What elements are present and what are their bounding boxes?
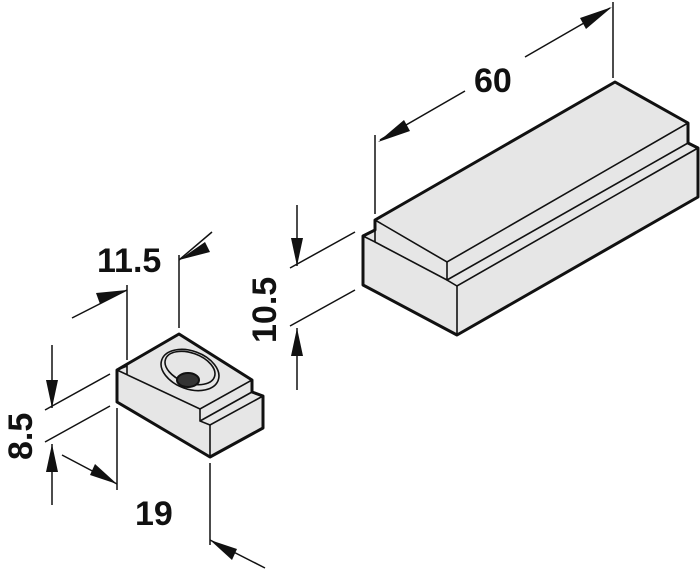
label-8-5: 8.5: [2, 413, 40, 460]
dimension-width-small: [71, 231, 213, 360]
large-rail-part: [361, 80, 700, 337]
dimension-length-small: [61, 408, 266, 569]
label-19: 19: [135, 495, 173, 533]
dimension-height-large: [289, 205, 356, 390]
small-slot-nut-part: [115, 332, 265, 459]
label-10-5: 10.5: [246, 277, 284, 343]
label-11-5: 11.5: [97, 242, 161, 280]
label-60: 60: [474, 62, 512, 100]
dimension-height-small: [44, 345, 111, 505]
threaded-hole-icon: [176, 372, 200, 388]
dimension-length-large: [374, 2, 614, 214]
